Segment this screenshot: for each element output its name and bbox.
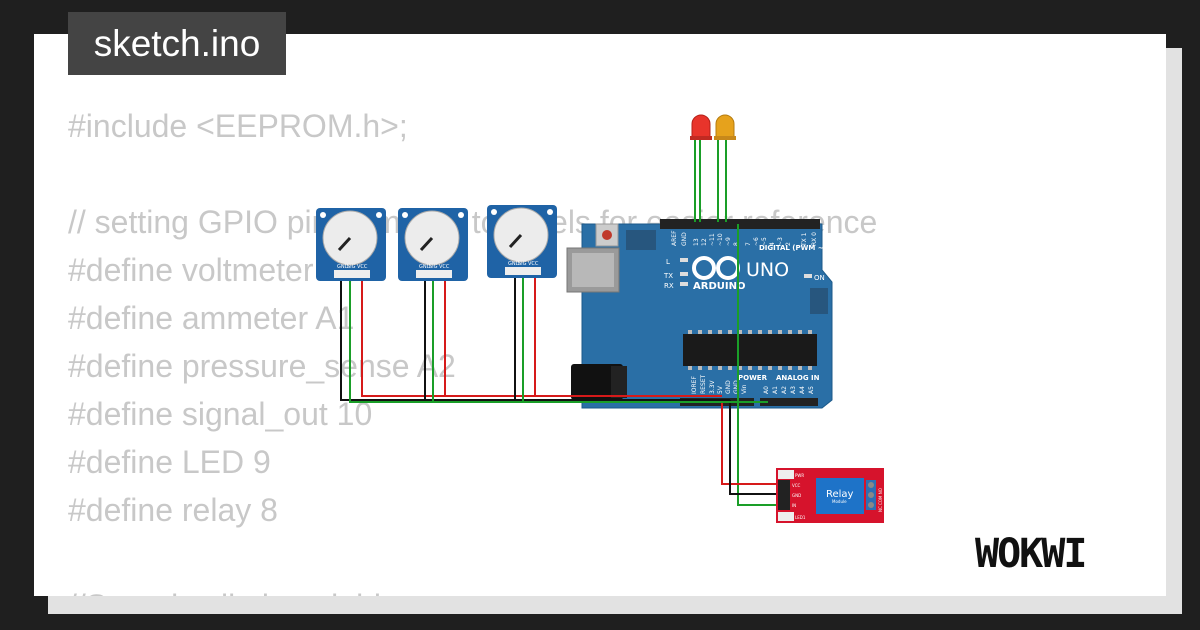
power-pin-label: RESET bbox=[700, 374, 707, 394]
power-pin-label: 3.3V bbox=[709, 379, 716, 394]
yellow-led[interactable] bbox=[714, 114, 736, 140]
digital-pin-label: TX 1 bbox=[801, 232, 808, 247]
code-line: #define pressure_sense A2 bbox=[68, 348, 456, 384]
potentiometer-1[interactable]: GND SIG VCC bbox=[316, 208, 386, 281]
relay-pwr-label: PWR bbox=[795, 473, 804, 478]
gnd-label: GND bbox=[681, 232, 688, 246]
tx-label: TX bbox=[663, 272, 673, 280]
pot-pin-label: VCC bbox=[357, 264, 368, 270]
red-led[interactable] bbox=[690, 114, 712, 140]
code-line: #define signal_out 10 bbox=[68, 396, 373, 432]
relay-pin-label: VCC bbox=[792, 483, 801, 488]
aref-label: AREF bbox=[671, 230, 678, 246]
power-pin-label: 5V bbox=[717, 385, 724, 394]
board-model: UNO bbox=[746, 259, 789, 281]
l-label: L bbox=[666, 258, 670, 266]
digital-label: DIGITAL (PWM ~) bbox=[759, 244, 827, 252]
wire-red bbox=[361, 276, 722, 397]
pot-pin-label: GND bbox=[419, 264, 431, 270]
digital-pin-label: 13 bbox=[693, 238, 700, 246]
digital-pin-label: RX 0 bbox=[811, 232, 818, 246]
potentiometer-2[interactable]: GND SIG VCC bbox=[398, 208, 468, 281]
on-label: ON bbox=[814, 274, 825, 282]
relay-led1-label: LED1 bbox=[795, 515, 806, 520]
power-pin-label: GND bbox=[725, 380, 732, 394]
relay-module[interactable]: PWR LED1 VCC GND IN Relay Module NC COM … bbox=[776, 468, 884, 523]
pot-pin-label: VCC bbox=[439, 264, 450, 270]
wokwi-logo: WOKWI bbox=[975, 531, 1087, 577]
code-line: #define ammeter A1 bbox=[68, 300, 355, 336]
wire-red bbox=[721, 400, 778, 485]
digital-pin-label: ~3 bbox=[777, 237, 784, 246]
wire-green bbox=[737, 224, 778, 506]
digital-pin-label: ~11 bbox=[709, 233, 716, 246]
analog-pin-label: A2 bbox=[781, 386, 788, 394]
pot-pin-label: SIG bbox=[347, 264, 356, 270]
wire-black bbox=[729, 400, 778, 495]
filename-tab[interactable]: sketch.ino bbox=[68, 12, 286, 75]
analog-pin-label: A0 bbox=[763, 386, 770, 394]
pot-pin-label: GND bbox=[337, 264, 349, 270]
digital-pin-label: 7 bbox=[745, 242, 752, 246]
analog-label: ANALOG IN bbox=[776, 374, 820, 382]
pot-pin-label: SIG bbox=[429, 264, 438, 270]
code-line: #include <EEPROM.h>; bbox=[68, 108, 408, 144]
code-line: //Set relay limit variables bbox=[68, 582, 877, 596]
pot-pin-label: VCC bbox=[528, 261, 539, 267]
power-pin-label: Vin bbox=[741, 384, 748, 394]
analog-pin-label: A5 bbox=[808, 386, 815, 394]
power-pin-label: GND bbox=[733, 380, 740, 394]
analog-pin-label: A4 bbox=[799, 386, 806, 394]
relay-pin-label: GND bbox=[792, 493, 801, 498]
analog-pin-label: A3 bbox=[790, 386, 797, 394]
relay-terminals-label: NC COM NO bbox=[878, 488, 883, 512]
rx-label: RX bbox=[664, 282, 674, 290]
board-brand: ARDUINO bbox=[693, 281, 745, 292]
digital-pin-label: 2 bbox=[785, 242, 792, 246]
relay-subtitle: Module bbox=[832, 499, 847, 504]
arduino-uno-board[interactable]: UNO ARDUINO DIGITAL (PWM ~) L TX RX ON P… bbox=[566, 219, 833, 409]
pot-pin-label: GND bbox=[508, 261, 520, 267]
filename-label: sketch.ino bbox=[93, 23, 261, 64]
wokwi-logo-text: WOKWI bbox=[975, 531, 1085, 577]
pot-pin-label: SIG bbox=[518, 261, 527, 267]
relay-title: Relay bbox=[826, 489, 854, 500]
wires bbox=[340, 140, 778, 506]
digital-pin-label: 4 bbox=[769, 242, 776, 246]
digital-pin-label: ~9 bbox=[725, 237, 732, 246]
power-pin-label: IOREF bbox=[691, 376, 698, 394]
digital-pin-label: ~10 bbox=[717, 233, 724, 246]
code-line: #define LED 9 bbox=[68, 444, 271, 480]
wire-black bbox=[340, 276, 730, 401]
digital-pin-label: ~6 bbox=[753, 237, 760, 246]
power-label: POWER bbox=[738, 374, 768, 382]
analog-pin-label: A1 bbox=[772, 386, 779, 394]
digital-pin-label: 8 bbox=[733, 242, 740, 246]
wire-green bbox=[349, 276, 768, 403]
digital-pin-label: ~5 bbox=[761, 237, 768, 246]
code-line: #define relay 8 bbox=[68, 492, 278, 528]
relay-pin-label: IN bbox=[792, 503, 796, 508]
digital-pin-label: 12 bbox=[701, 238, 708, 246]
potentiometer-3[interactable]: GND SIG VCC bbox=[487, 205, 557, 278]
